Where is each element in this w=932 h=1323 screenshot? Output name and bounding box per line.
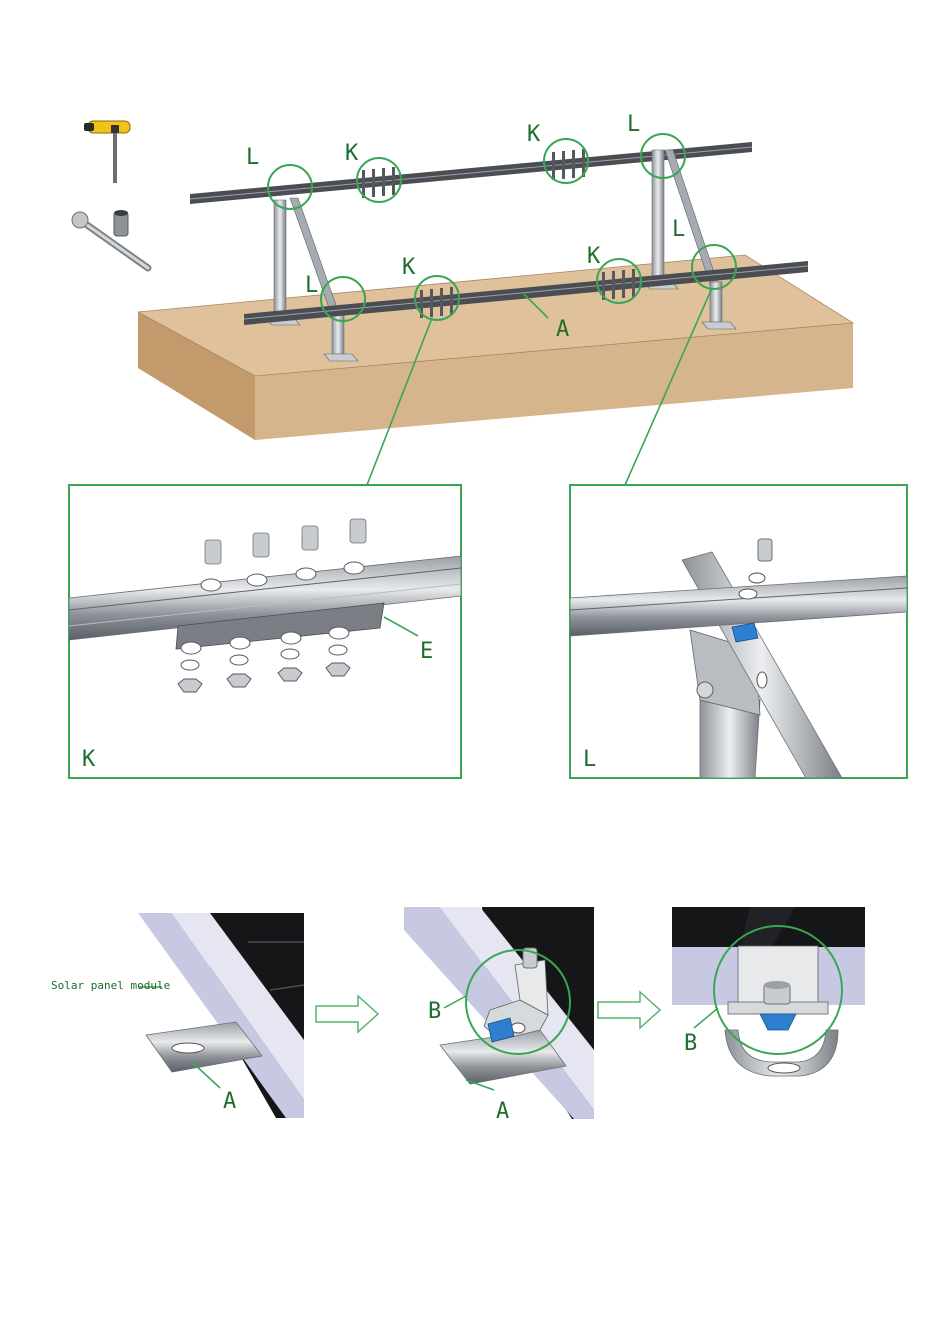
label-solar-panel-module: Solar panel module (51, 979, 170, 992)
step-2-panel: B A (404, 907, 594, 1124)
step-arrow-icon (598, 992, 660, 1028)
wooden-base (138, 255, 853, 440)
step-3-panel: B (672, 907, 865, 1076)
label-L-front-right: L (672, 217, 685, 242)
label-K-front-right: K (587, 244, 601, 269)
label-K-front-left: K (402, 255, 416, 280)
detail-L-title: L (583, 747, 596, 772)
label-K-back-right: K (527, 122, 541, 147)
step-1-label-A: A (223, 1089, 236, 1114)
label-A-rail: A (556, 317, 569, 342)
step-2-label-A: A (496, 1099, 509, 1124)
step-2-label-B: B (428, 999, 441, 1024)
t-handle-hex-key-icon (84, 121, 130, 183)
detail-K-title: K (82, 747, 96, 772)
step-3-label-B: B (684, 1031, 697, 1056)
label-E-plate: E (420, 639, 433, 664)
ratchet-wrench-with-socket-icon (72, 210, 148, 268)
detail-K-panel: E K (69, 485, 461, 778)
step-arrow-icon (316, 996, 378, 1032)
step-1-panel: Solar panel module A (51, 913, 304, 1118)
label-L-back-right: L (627, 112, 640, 137)
detail-L-panel: L (570, 485, 907, 778)
label-L-back-left: L (246, 145, 259, 170)
label-L-front-left: L (305, 273, 318, 298)
label-K-back-left: K (345, 141, 359, 166)
